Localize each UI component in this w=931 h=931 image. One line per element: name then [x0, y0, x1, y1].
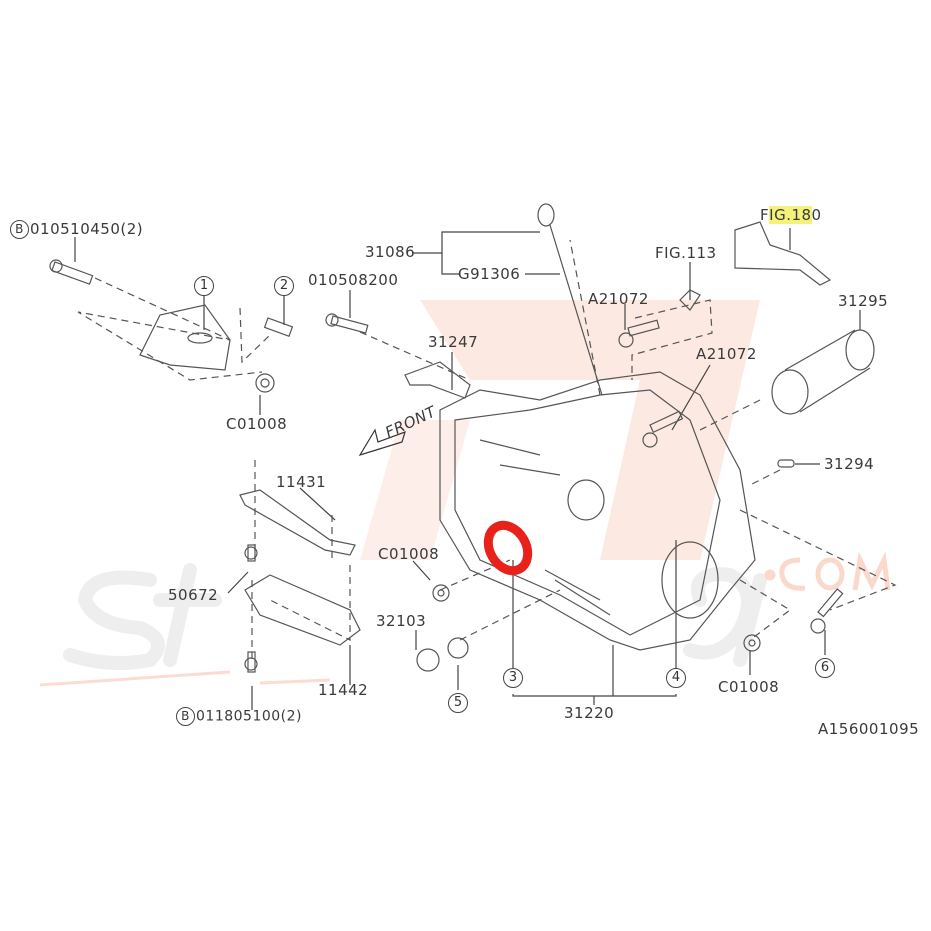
- front-arrow: [358, 428, 406, 457]
- callout-c01008-top: C01008: [226, 415, 288, 433]
- pin-31294: [777, 459, 795, 468]
- ref-number-5: 5: [448, 693, 468, 713]
- bracket-fig113: [679, 289, 701, 311]
- callout-31247: 31247: [428, 333, 479, 351]
- callout-31220: 31220: [564, 704, 615, 722]
- ref-number-1: 1: [194, 276, 214, 296]
- bracket-fig180: [734, 221, 832, 286]
- ref-number-4: 4: [666, 668, 686, 688]
- assembly-lines: [77, 239, 897, 660]
- callout-31086: 31086: [365, 243, 416, 261]
- watermark-brand-shape: [63, 563, 767, 671]
- bolt-prefix-b: B: [10, 220, 29, 239]
- bolts: [49, 259, 844, 673]
- watermark-tagline-shape: [39, 670, 331, 687]
- bracket-31247: [404, 361, 471, 399]
- callout-a21072-lower: A21072: [696, 345, 757, 363]
- callout-c01008-right: C01008: [718, 678, 780, 696]
- cover-11442: [244, 574, 361, 646]
- callout-11431: 11431: [276, 473, 327, 491]
- hose-31295: [771, 329, 875, 415]
- part-qty: (2): [120, 220, 144, 238]
- leader-lines: [74, 228, 861, 710]
- watermark-domain-shape: [764, 551, 891, 591]
- part-qty: (2): [280, 708, 303, 725]
- callout-32103: 32103: [376, 612, 427, 630]
- bolt-prefix-b: B: [176, 707, 195, 726]
- callout-c01008-mid: C01008: [378, 545, 440, 563]
- part-code: 011805100: [196, 708, 281, 725]
- nuts: [255, 373, 761, 672]
- callout-fig113[interactable]: FIG.113: [655, 246, 717, 261]
- bracket-part-1: [139, 304, 231, 371]
- diagram-id: A156001095: [818, 720, 920, 738]
- callout-g91306: G91306: [458, 265, 521, 283]
- ref-number-3: 3: [503, 668, 523, 688]
- fig180-prefix: F: [760, 206, 770, 224]
- plate-11431: [239, 489, 356, 556]
- callout-11442: 11442: [318, 681, 369, 699]
- callout-31295: 31295: [838, 292, 889, 310]
- callout-31294: 31294: [824, 455, 875, 473]
- dipstick: [537, 203, 603, 396]
- fig180-highlight: IG.18: [769, 206, 812, 224]
- callout-010508200: 010508200: [308, 271, 399, 289]
- fig113-link[interactable]: FIG.113: [655, 244, 717, 262]
- transmission-case-31220: [439, 371, 756, 651]
- oil-seal-3-highlighted: [483, 520, 533, 576]
- callout-a21072-upper: A21072: [588, 290, 649, 308]
- ref-number-2: 2: [274, 276, 294, 296]
- part-code: 010510450: [30, 220, 121, 238]
- callout-50672: 50672: [168, 586, 219, 604]
- callout-fig180[interactable]: FIG.180: [760, 206, 822, 224]
- fig180-suffix: 0: [811, 206, 822, 224]
- ref-number-6: 6: [815, 658, 835, 678]
